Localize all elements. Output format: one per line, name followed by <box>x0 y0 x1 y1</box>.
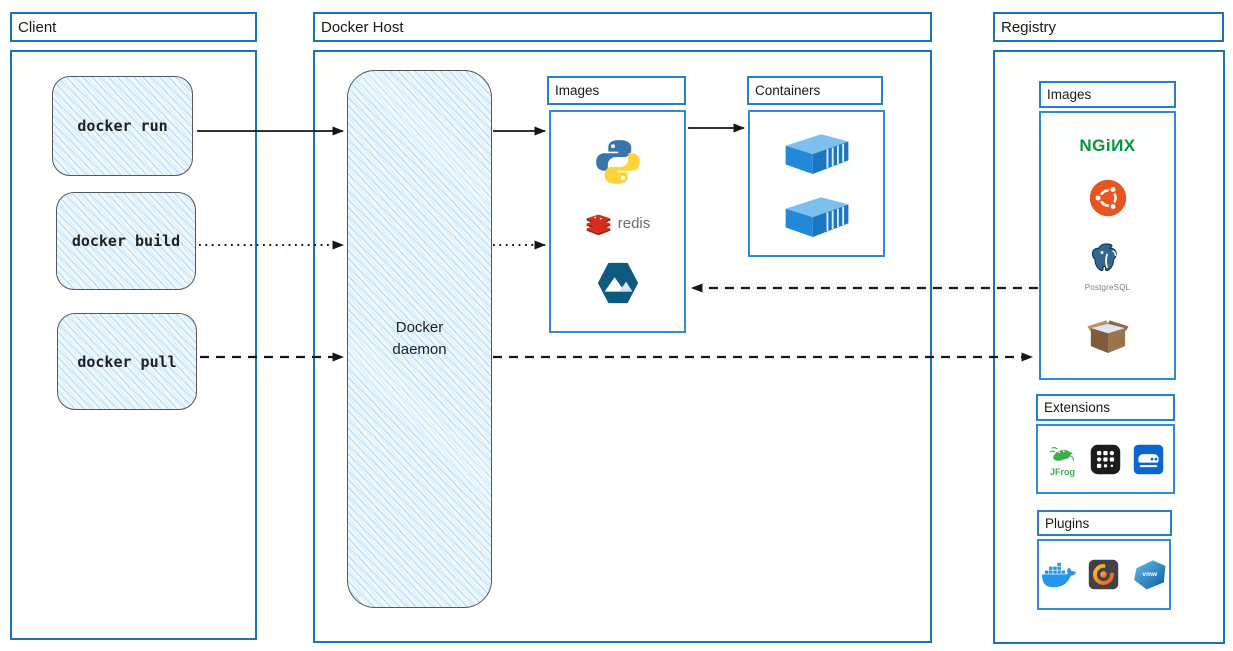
docker-build-command-box: docker build <box>56 192 196 290</box>
vmware-label: vmw <box>1142 571 1158 578</box>
containers-title: Containers <box>755 83 821 98</box>
postgresql-label: PostgreSQL <box>1084 282 1131 292</box>
plugins-title: Plugins <box>1045 515 1090 531</box>
docker-build-label: docker build <box>71 232 181 250</box>
plugins-title-bar: Plugins <box>1037 510 1172 536</box>
host-images-title: Images <box>555 83 600 98</box>
alpine-linux-icon <box>597 263 638 304</box>
redis-icon <box>586 213 611 235</box>
host-images-title-bar: Images <box>547 76 686 105</box>
app-grid-icon <box>1090 444 1120 474</box>
nginx-logo: NGiИX <box>1079 136 1136 156</box>
docker-host-title: Docker Host <box>321 18 404 36</box>
docker-run-command-box: docker run <box>52 76 193 176</box>
docker-daemon-label: Docker daemon <box>392 319 447 358</box>
docker-run-label: docker run <box>77 117 168 135</box>
registry-images-title-bar: Images <box>1039 81 1176 108</box>
package-box-icon <box>1086 320 1129 353</box>
docker-pull-label: docker pull <box>77 352 177 371</box>
registry-title: Registry <box>1001 18 1057 36</box>
registry-title-bar: Registry <box>993 12 1224 42</box>
registry-images-title: Images <box>1047 87 1092 102</box>
docker-pull-command-box: docker pull <box>57 313 197 410</box>
disk-drive-icon <box>1133 444 1163 474</box>
container-icon <box>785 134 848 174</box>
docker-whale-icon <box>1041 562 1076 587</box>
vmware-icon: vmw <box>1133 560 1165 590</box>
docker-daemon-box: Docker daemon <box>347 70 492 608</box>
extensions-title: Extensions <box>1044 400 1111 415</box>
host-images-box: redis <box>549 110 686 333</box>
container-icon <box>785 197 848 237</box>
containers-box <box>748 110 885 257</box>
extensions-box: JFrog <box>1036 424 1175 494</box>
registry-images-box: NGiИX PostgreSQL <box>1039 111 1176 380</box>
jfrog-label: JFrog <box>1049 466 1075 477</box>
plugins-box: vmw <box>1037 539 1171 610</box>
grafana-icon <box>1088 559 1118 590</box>
containers-title-bar: Containers <box>747 76 883 105</box>
ubuntu-icon <box>1089 180 1126 217</box>
python-icon <box>595 139 640 184</box>
client-title: Client <box>18 18 57 36</box>
jfrog-logo-block: JFrog <box>1048 442 1078 477</box>
client-title-bar: Client <box>10 12 257 42</box>
postgresql-icon <box>1092 242 1118 271</box>
extensions-title-bar: Extensions <box>1036 394 1175 421</box>
docker-host-title-bar: Docker Host <box>313 12 932 42</box>
jfrog-icon <box>1049 446 1074 461</box>
postgresql-logo-block: PostgreSQL <box>1085 241 1131 292</box>
redis-label: redis <box>617 215 651 232</box>
redis-logo-row: redis <box>585 212 651 236</box>
